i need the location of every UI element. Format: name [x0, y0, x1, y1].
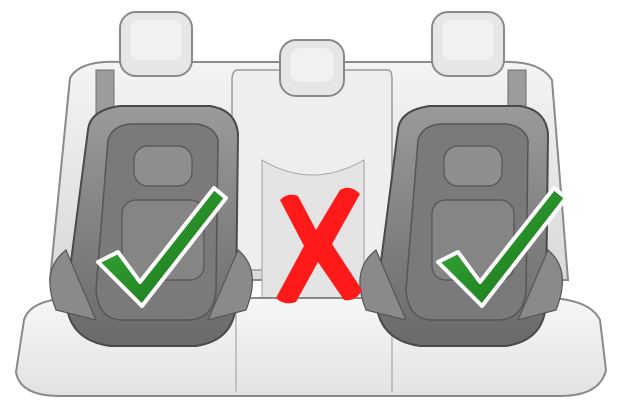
- headrest-left: [120, 12, 192, 76]
- headrest-center: [280, 40, 344, 96]
- headrest-right: [432, 12, 504, 76]
